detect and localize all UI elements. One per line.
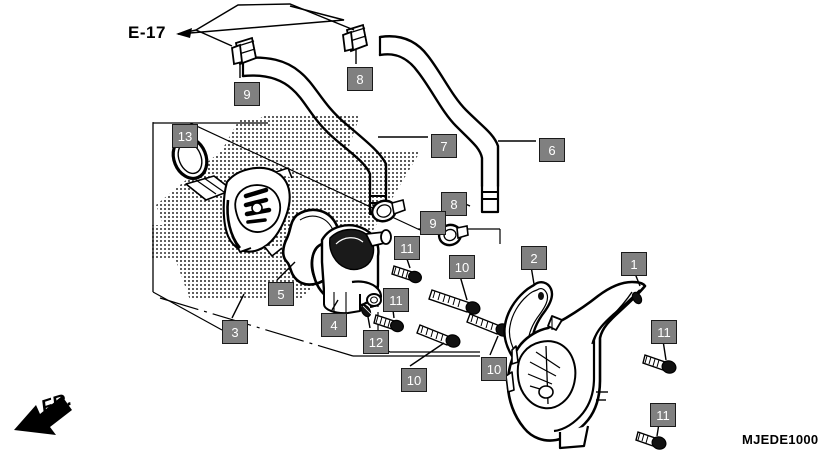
pump-body-part — [310, 224, 392, 315]
hose-clamp-mid — [370, 199, 406, 223]
hose-clamp-9-upper — [231, 36, 258, 66]
bolt-11-b — [373, 314, 404, 333]
callout-11-a[interactable]: 11 — [394, 236, 420, 260]
fr-direction-arrow — [14, 396, 72, 435]
callout-11-d[interactable]: 11 — [650, 403, 676, 427]
callout-11-b[interactable]: 11 — [383, 288, 409, 312]
diagram-code: MJEDE1000 — [742, 432, 819, 447]
callout-9-upper[interactable]: 9 — [234, 82, 260, 106]
bolt-11-c — [642, 354, 677, 374]
callout-10-a[interactable]: 10 — [449, 255, 475, 279]
e17-bracket — [195, 3, 355, 31]
e17-arrow-head — [176, 28, 192, 38]
water-hose-6 — [378, 35, 500, 214]
hose-clamp-8-upper — [342, 23, 369, 53]
callout-7[interactable]: 7 — [431, 134, 457, 158]
bolt-11-a — [391, 265, 422, 284]
group3-lower-right — [377, 344, 480, 353]
callout-12[interactable]: 12 — [363, 330, 389, 354]
callout-10-b[interactable]: 10 — [401, 368, 427, 392]
callout-6[interactable]: 6 — [539, 138, 565, 162]
callout-13[interactable]: 13 — [172, 124, 198, 148]
callout-1[interactable]: 1 — [621, 252, 647, 276]
callout-10-c[interactable]: 10 — [481, 357, 507, 381]
callout-8-mid[interactable]: 8 — [441, 192, 467, 216]
bolt-11-d — [635, 431, 667, 450]
reference-label-e17: E-17 — [128, 23, 166, 42]
dowel-pin-part — [360, 304, 372, 318]
callout-9-low[interactable]: 9 — [420, 211, 446, 235]
bolt-10-b — [416, 324, 461, 348]
bolt-10-a — [428, 289, 481, 315]
callout-5[interactable]: 5 — [268, 282, 294, 306]
callout-4[interactable]: 4 — [321, 313, 347, 337]
callout-11-c[interactable]: 11 — [651, 320, 677, 344]
pump-cover-part — [505, 280, 647, 450]
callout-8-upper[interactable]: 8 — [347, 67, 373, 91]
callout-2[interactable]: 2 — [521, 246, 547, 270]
callout-3[interactable]: 3 — [222, 320, 248, 344]
impeller-shaft-assembly — [185, 166, 293, 257]
group3-frame — [152, 122, 268, 331]
